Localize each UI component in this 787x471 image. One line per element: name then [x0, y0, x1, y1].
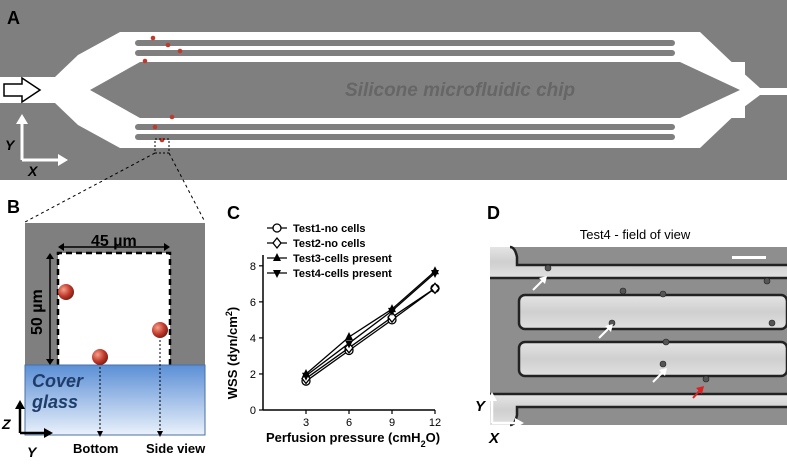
red-arrow: [692, 386, 704, 399]
data-point: [345, 332, 353, 341]
series-open-diamond: [301, 282, 440, 385]
cell-side: [152, 322, 168, 338]
cell: [169, 114, 175, 120]
series-line: [305, 272, 436, 377]
data-point: [387, 311, 397, 324]
channel-walls-bottom: [135, 124, 675, 140]
panel-b: B 45 µm 50 µm Cover glass Bottom Side vi…: [0, 195, 215, 466]
series-line: [305, 287, 436, 379]
y-tick-label: 0: [250, 405, 256, 417]
data-point: [430, 282, 440, 295]
y-arrow-icon: [16, 114, 28, 124]
data-point: [388, 307, 396, 316]
arrow-icon: [659, 368, 667, 376]
red-arrow-icon: [696, 386, 704, 394]
inlet-channel: [0, 32, 125, 148]
cell: [159, 137, 165, 143]
height-label: 50 µm: [29, 289, 46, 335]
y-tick-label: 8: [250, 261, 256, 273]
cover-glass: [24, 364, 206, 436]
panel-d: D Test4 - field of view: [475, 195, 787, 466]
legend-label: Test3-cells present: [293, 253, 392, 265]
cross-section-diagram: B 45 µm 50 µm Cover glass Bottom Side vi…: [1, 197, 206, 460]
cover-label-1: Cover: [32, 371, 84, 391]
inlet-arrow-icon: [3, 76, 42, 104]
fov-title: Test4 - field of view: [580, 227, 691, 242]
legend-label: Test1-no cells: [293, 223, 366, 235]
axis-z-label: Z: [1, 416, 11, 432]
legend-label: Test4-cells present: [293, 268, 392, 280]
x-tick-label: 6: [346, 417, 352, 429]
microscopy-cells: [544, 264, 776, 383]
chip-center-body: [90, 62, 740, 118]
series-line: [305, 287, 436, 382]
panel-label-a: A: [7, 8, 20, 28]
x-tick-label: 9: [389, 417, 395, 429]
data-point: [431, 270, 439, 279]
width-label: 45 µm: [91, 233, 137, 250]
y-tick-label: 2: [250, 369, 256, 381]
series-line: [305, 270, 436, 375]
axis-y-label-d: Y: [475, 398, 487, 415]
axis-y-label: Y: [5, 137, 16, 153]
chart-axes: 3 6 9 12 0 2 4 6 8: [250, 255, 441, 429]
microscopy-image: D Test4 - field of view: [475, 203, 787, 447]
axes-d: [490, 399, 517, 425]
chip-schematic: Silicone microfluidic chip Y X A: [0, 0, 787, 180]
series-filled-triangle-up: [302, 266, 439, 377]
x-arrow-icon: [58, 154, 68, 166]
y-tick-label: 6: [250, 297, 256, 309]
axis-y-label-b: Y: [27, 444, 38, 460]
series-filled-triangle-down: [302, 270, 439, 381]
panel-a: Silicone microfluidic chip Y X A: [0, 0, 787, 180]
panel-label-c: C: [227, 203, 240, 223]
cover-label-2: glass: [31, 392, 78, 412]
channel-walls-top: [135, 40, 675, 56]
axis-x-label-d: X: [488, 430, 500, 447]
zoom-lines: [24, 152, 206, 223]
zoom-box: [154, 138, 170, 154]
chip-label: Silicone microfluidic chip: [345, 80, 575, 101]
data-point: [272, 236, 282, 250]
white-arrows: [532, 276, 667, 383]
cell: [177, 48, 183, 54]
x-tick-label: 3: [303, 417, 309, 429]
panel-label-b: B: [7, 197, 20, 217]
panel-label-d: D: [487, 203, 500, 223]
y-axis-label: WSS (dyn/cm2): [224, 307, 240, 399]
arrow-icon: [539, 276, 547, 284]
cell-wall: [58, 284, 74, 300]
cell: [152, 124, 158, 130]
legend-label: Test2-no cells: [293, 238, 366, 250]
channel-cross-section: [58, 253, 170, 365]
data-point: [272, 223, 282, 233]
data-point: [302, 372, 310, 381]
side-view-label: Side view: [146, 441, 206, 456]
axes-a: [20, 122, 60, 162]
cell: [150, 35, 156, 41]
chip-cells: [142, 35, 183, 143]
chart-series: [301, 266, 440, 386]
y-tick-label: 4: [250, 333, 256, 345]
x-axis-label: Perfusion pressure (cmH2O): [266, 430, 440, 449]
arrow-icon: [605, 324, 613, 332]
cell: [142, 58, 148, 64]
axis-x-label: X: [27, 163, 39, 179]
bottom-label: Bottom: [73, 441, 119, 456]
data-point: [345, 340, 353, 349]
scale-bar: [732, 256, 766, 259]
data-point: [273, 270, 281, 278]
data-point: [273, 253, 281, 261]
x-tick-label: 12: [429, 417, 441, 429]
cell: [165, 42, 171, 48]
cell-bottom: [92, 349, 108, 365]
